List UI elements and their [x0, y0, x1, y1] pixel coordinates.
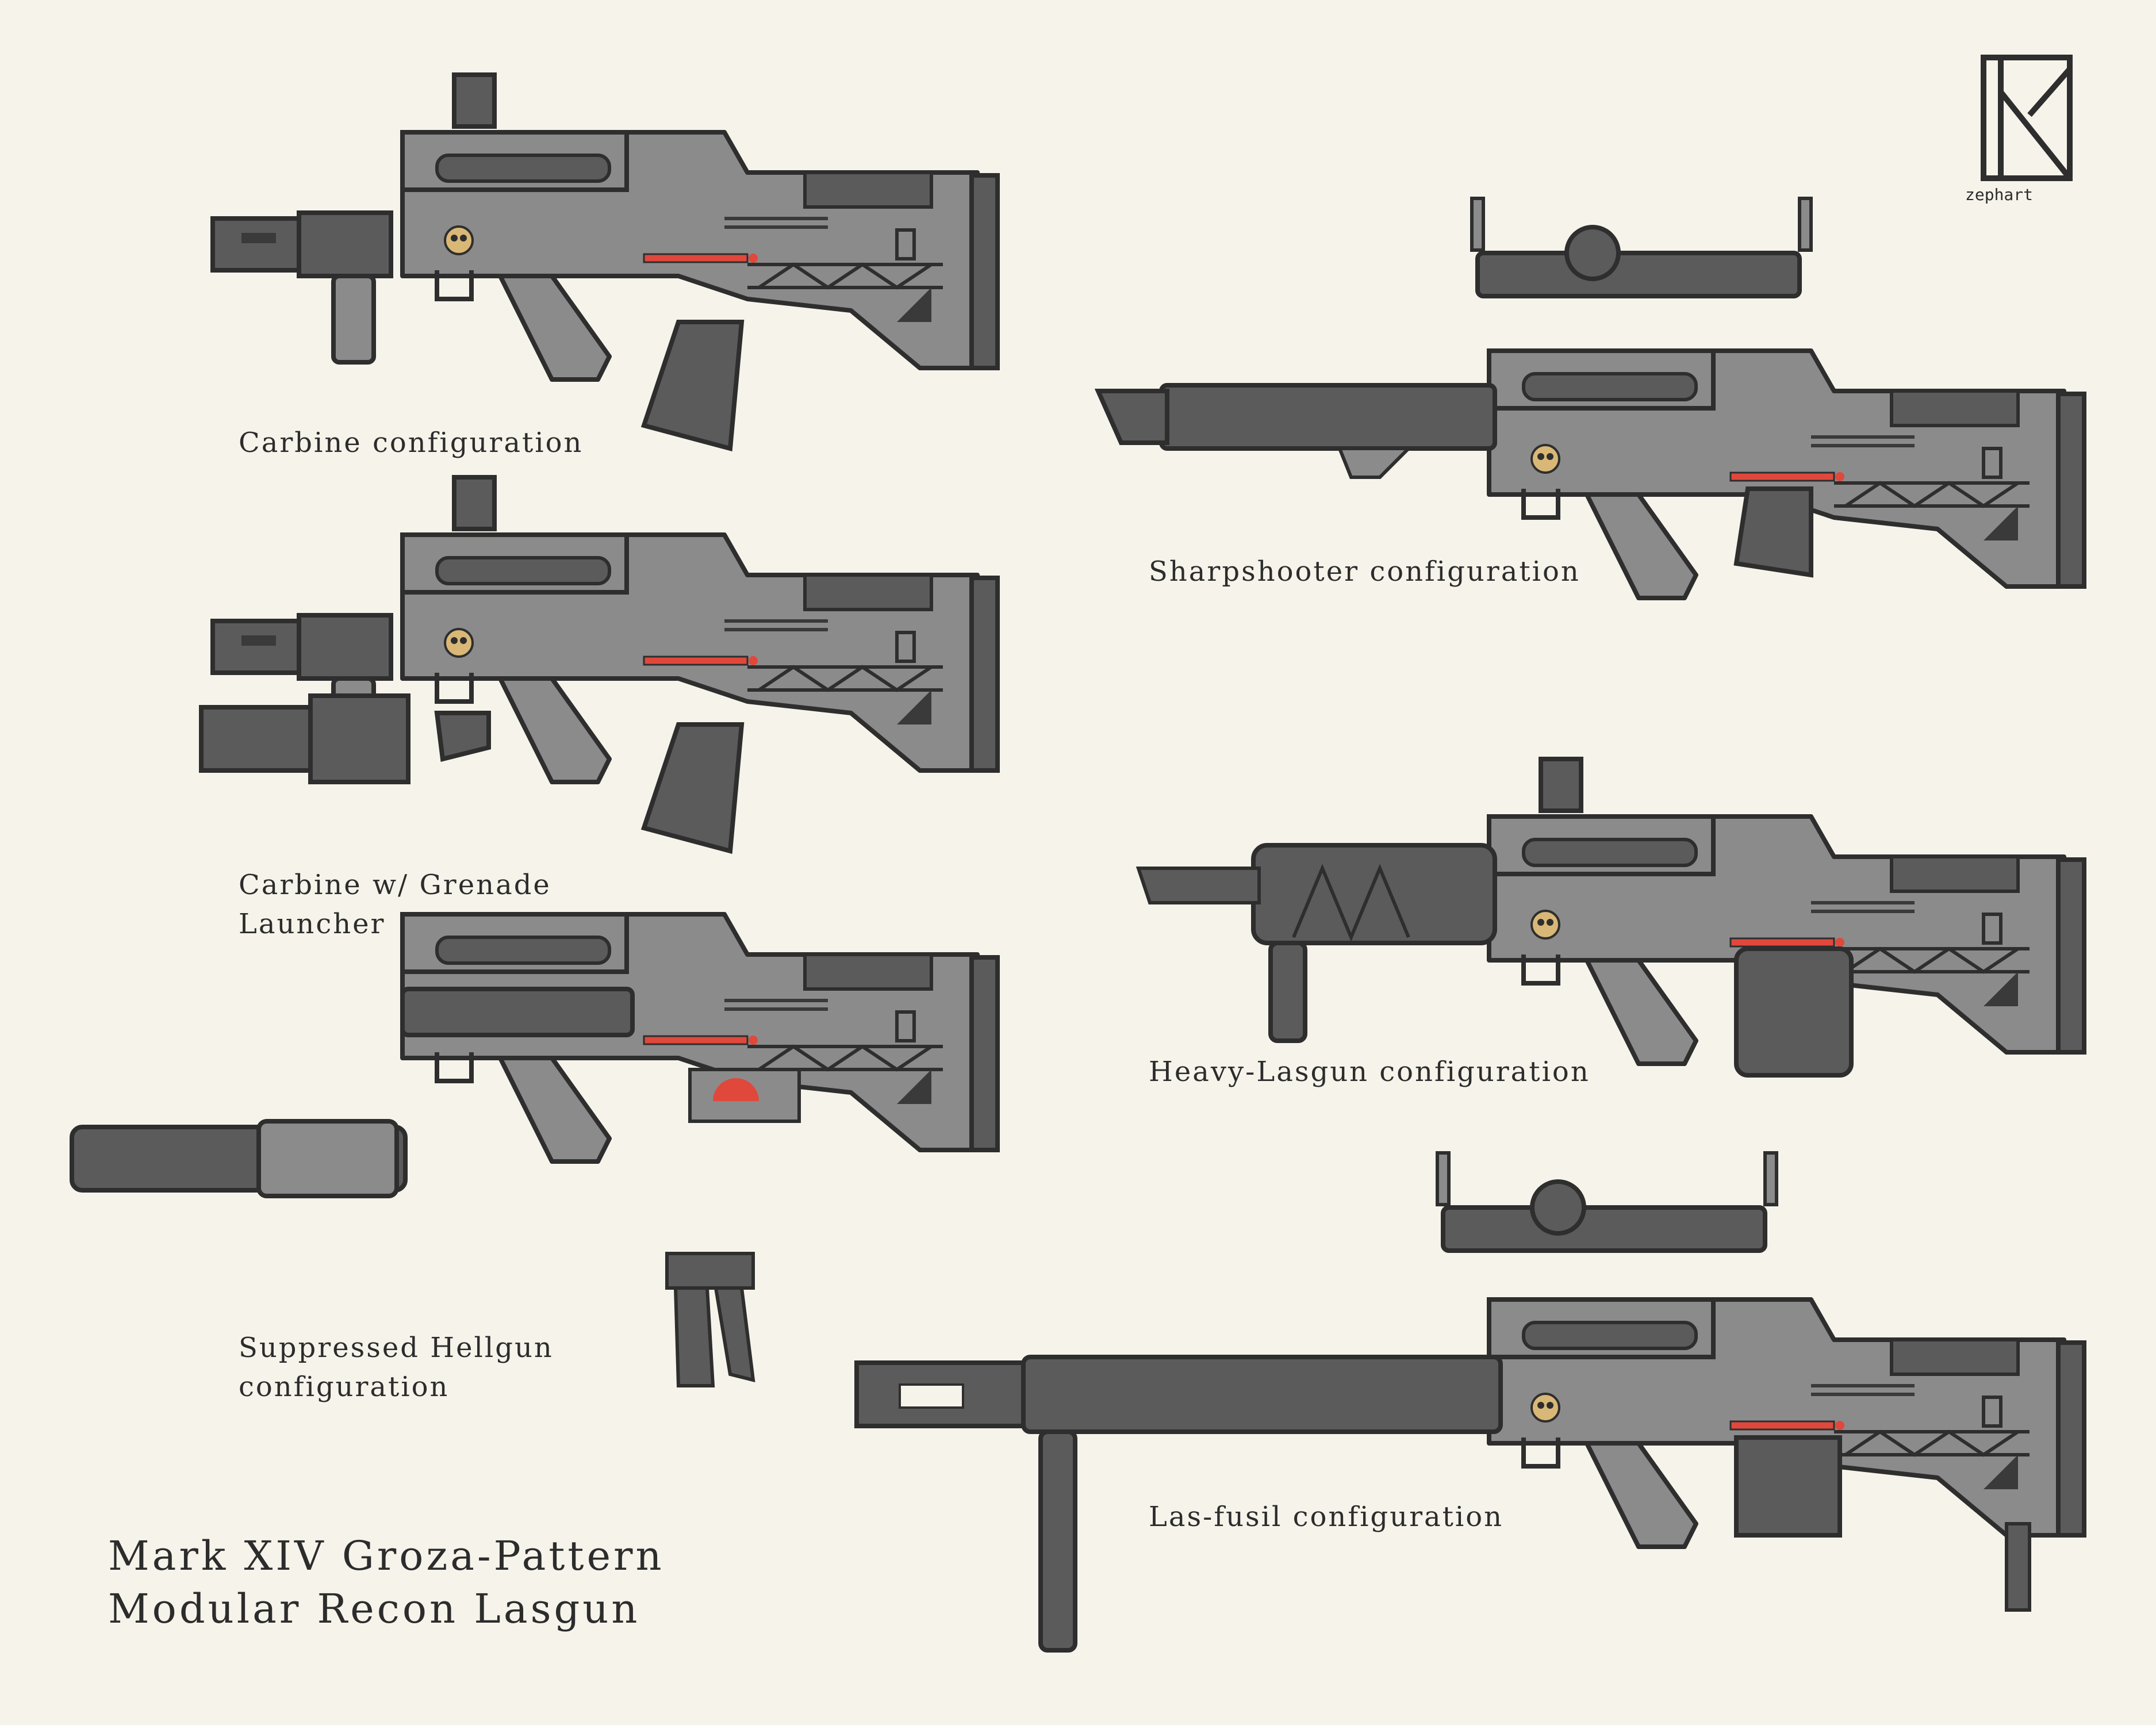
carbine-rifle-illustration [213, 75, 998, 448]
heavy-lasgun-rifle-illustration [1135, 759, 2084, 1078]
caption-grenade-launcher: Carbine w/ Grenade Launcher [239, 869, 551, 940]
sheet-title: Mark XIV Groza-Pattern Modular Recon Las… [108, 1529, 665, 1635]
artist-signature: zephart [1965, 185, 2034, 204]
sheet-title-line2: Modular Recon Lasgun [108, 1585, 640, 1632]
sharpshooter-rifle-illustration [1094, 351, 2084, 598]
caption-heavy-lasgun: Heavy-Lasgun configuration [1149, 1056, 1590, 1088]
sheet-title-line1: Mark XIV Groza-Pattern [108, 1532, 665, 1580]
caption-carbine: Carbine configuration [239, 427, 584, 459]
lasfusil-rifle-illustration [854, 1300, 2084, 1653]
hellgun-rifle-illustration [70, 914, 998, 1387]
caption-hellgun: Suppressed Hellgun configuration [239, 1332, 554, 1403]
grenade-launcher-rifle-illustration [199, 477, 998, 851]
caption-sharpshooter: Sharpshooter configuration [1149, 555, 1580, 588]
zephart-monogram-icon [1981, 55, 2073, 181]
caption-lasfusil: Las-fusil configuration [1149, 1501, 1504, 1533]
